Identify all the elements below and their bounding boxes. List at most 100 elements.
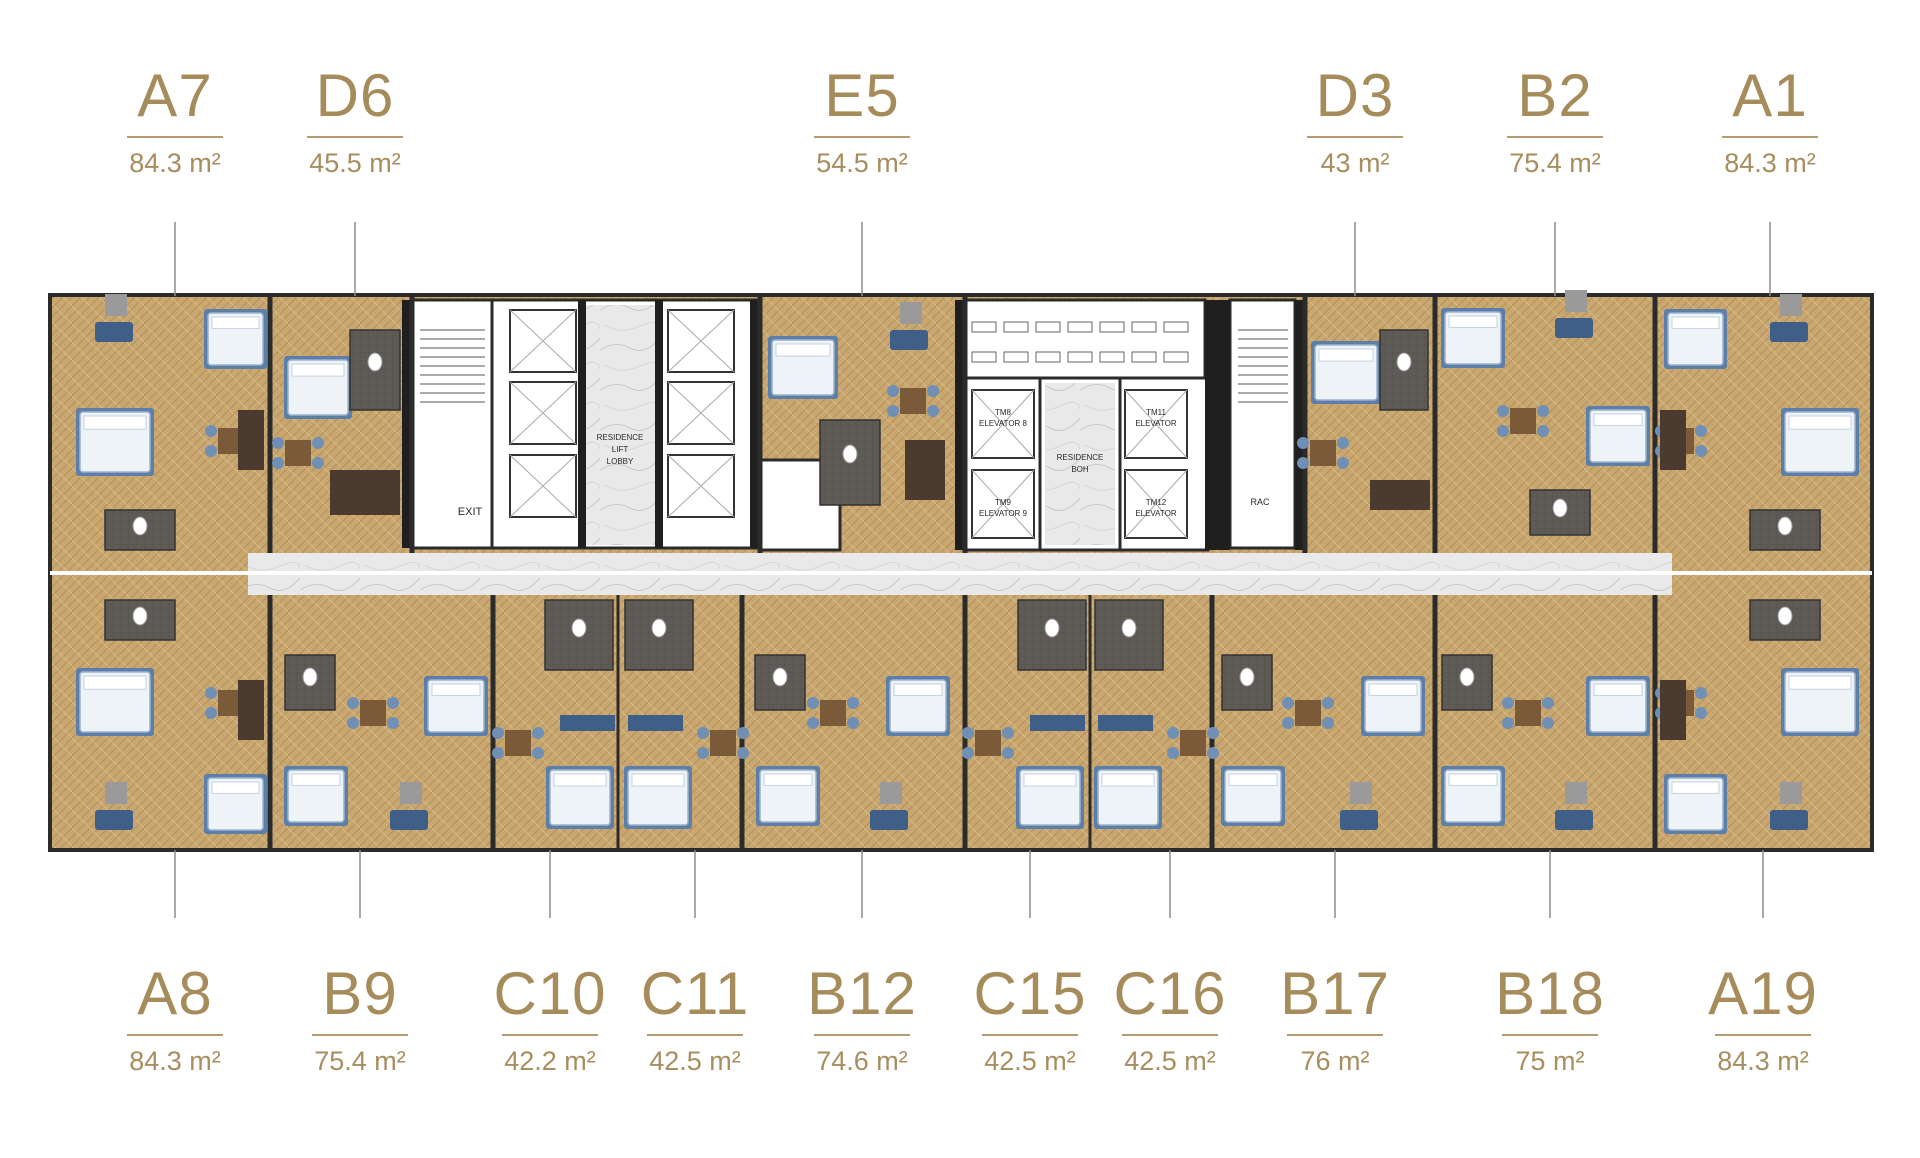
sofa-c16 (1098, 715, 1153, 731)
label-elevator-8: ELEVATOR 8 (979, 419, 1028, 428)
sofa-b17 (1340, 782, 1378, 830)
vent-grille (1099, 321, 1125, 333)
unit-area: 42.5 m² (984, 1046, 1076, 1076)
unit-divider (127, 1034, 223, 1036)
unit-area: 42.5 m² (1124, 1046, 1216, 1076)
elevator-cabin-2 (971, 469, 1035, 539)
bed-b12-a (756, 766, 820, 826)
toilet (772, 667, 788, 687)
bed-c16 (1094, 766, 1162, 829)
vent-grille (1131, 351, 1157, 363)
bed-b9-a (284, 766, 348, 826)
kitchen-d3 (1370, 480, 1430, 510)
unit-code: D3 (1315, 62, 1395, 129)
elevator-cabin-1 (971, 389, 1035, 459)
label-residence-boh: BOH (1071, 465, 1089, 474)
unit-label: A19 84.3 m² (1673, 960, 1853, 1077)
table-d3 (1297, 437, 1349, 469)
vent-grille (1067, 321, 1093, 333)
unit-area: 75.4 m² (314, 1046, 406, 1076)
label-residence-lift-lobby: RESIDENCE (597, 433, 644, 442)
toilet (1396, 352, 1412, 372)
leader-lines (174, 222, 1771, 918)
unit-divider (1122, 1034, 1218, 1036)
lift-cabin-5 (667, 381, 735, 445)
bed-d6 (284, 356, 352, 419)
label-elevator-8: TM8 (995, 408, 1012, 417)
bed-a1-master (1664, 309, 1727, 369)
unit-divider (312, 1034, 408, 1036)
toilet (1044, 618, 1060, 638)
stair-core-left (410, 298, 494, 550)
unit-area: 84.3 m² (1717, 1046, 1809, 1076)
unit-label: B9 75.4 m² (270, 962, 450, 1076)
bed-a19-second (1781, 668, 1859, 736)
cabinet-a7 (238, 410, 264, 470)
bed-b12-b (886, 676, 950, 736)
unit-area: 84.3 m² (1724, 148, 1816, 178)
sofa-b12 (870, 782, 908, 830)
cabinet-a1 (1660, 410, 1686, 470)
structural-column-5 (1205, 300, 1230, 550)
bed-a1-second (1781, 408, 1859, 476)
toilet (1777, 606, 1793, 626)
unit-area: 75 m² (1515, 1046, 1585, 1076)
unit-code: C11 (640, 960, 750, 1027)
bed-b2-a (1441, 308, 1505, 368)
unit-divider (1722, 136, 1818, 138)
toilet (132, 606, 148, 626)
sofa-c11 (628, 715, 683, 731)
bed-c11 (624, 766, 692, 829)
bed-c10 (546, 766, 614, 829)
bed-b18-b (1586, 676, 1650, 736)
bath-b2 (1529, 489, 1591, 536)
toilet (367, 352, 383, 372)
unit-code: E5 (824, 62, 900, 129)
table-c16 (1167, 727, 1219, 759)
sofa-a8 (95, 782, 133, 830)
unit-area: 45.5 m² (309, 148, 401, 178)
sofa-b2 (1555, 290, 1593, 338)
unit-divider (1507, 136, 1603, 138)
unit-divider (307, 136, 403, 138)
unit-code: A19 (1708, 960, 1818, 1027)
label-exit: EXIT (458, 506, 483, 518)
vent-grille (1099, 351, 1125, 363)
unit-code: A8 (137, 960, 213, 1027)
elevator-cabin-3 (1124, 389, 1188, 459)
table-e5 (887, 385, 939, 417)
unit-divider (1307, 136, 1403, 138)
table-b18 (1502, 697, 1554, 729)
furniture (76, 290, 1859, 834)
unit-divider (1502, 1034, 1598, 1036)
bed-c15 (1016, 766, 1084, 829)
unit-area: 43 m² (1320, 148, 1390, 178)
toilet (1777, 516, 1793, 536)
unit-label: D3 43 m² (1265, 64, 1445, 178)
unit-walls (267, 297, 1658, 848)
lift-cabin-6 (667, 454, 735, 518)
bed-b9-b (424, 676, 488, 736)
unit-code: B9 (322, 960, 398, 1027)
toilet (1121, 618, 1137, 638)
bed-b17-a (1221, 766, 1285, 826)
vent-grille (1163, 351, 1189, 363)
bed-a19-master (1664, 774, 1727, 834)
unit-area: 84.3 m² (129, 1046, 221, 1076)
bed-b2-b (1586, 406, 1650, 466)
label-elevator-11: ELEVATOR (1135, 419, 1177, 428)
structural-column-1 (578, 300, 586, 548)
vent-grille (1003, 351, 1029, 363)
toilet (842, 444, 858, 464)
sofa-a7 (95, 294, 133, 342)
